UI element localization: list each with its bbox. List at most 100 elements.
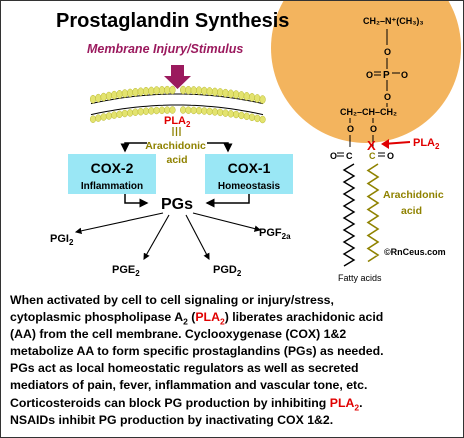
ester-oxygen-2: O [370, 124, 377, 134]
cox2-role: Inflammation [81, 181, 143, 192]
membrane-lipid-head [206, 87, 213, 96]
oxygen-top: O [384, 47, 391, 57]
membrane-lipid-head [185, 106, 192, 114]
membrane-lipid-head [137, 107, 144, 116]
pg-fan-arrows [74, 212, 262, 260]
membrane-lipid-head [158, 106, 165, 115]
cox2-name: COX-2 [91, 160, 134, 176]
membrane-lipid-head [195, 106, 203, 115]
phospholipid-head-sphere [271, 1, 461, 143]
membrane-lipid-head [238, 111, 245, 120]
membrane-lipid-head [201, 107, 208, 115]
membrane-lipid-head [259, 115, 266, 124]
fatty-acids-label: Fatty acids [338, 273, 382, 283]
membrane-lipid-head [142, 86, 150, 96]
membrane-lipid-head [100, 113, 107, 121]
membrane-lipid-head [243, 92, 250, 101]
carbonyl-oxygen-right: O [387, 151, 394, 161]
membrane-lipid-head [132, 108, 139, 116]
pla2-tick-marks [172, 127, 181, 136]
membrane-lipid-head [158, 86, 165, 95]
membrane-lipid-head [153, 106, 160, 115]
copyright-label: ©RnCeus.com [384, 247, 446, 257]
cox1-to-pgs-arrow [205, 194, 250, 208]
oxygen-right: O [401, 70, 408, 80]
membrane-lipid-head [211, 108, 218, 116]
membrane-lipid-head [227, 110, 234, 118]
aa-to-cox1-arrow [207, 142, 233, 153]
membrane-lipid-head [164, 106, 171, 114]
membrane-lipid-head [243, 112, 250, 121]
membrane-lipid-head [238, 91, 245, 100]
membrane-lipid-head [100, 92, 107, 102]
membrane-lipid-head [217, 88, 224, 97]
glycerol-backbone: CH₂–CH–CH₂ [340, 107, 397, 117]
membrane-lipid-head [254, 114, 261, 123]
membrane-lipid-head [222, 109, 229, 117]
carbonyl-carbon-left: C [346, 151, 353, 161]
membrane-lipid-head [95, 114, 102, 122]
membrane-lipid-head [211, 87, 218, 97]
cell-membrane [89, 85, 266, 124]
phosphorus: P [383, 70, 390, 81]
membrane-lipid-head [185, 85, 192, 95]
pla2-label-molecule: PLA2 [413, 137, 440, 151]
membrane-lipid-head [169, 85, 176, 95]
arachidonic-acid-label: Arachidonic acid [145, 140, 209, 166]
cleavage-x-mark: X [367, 138, 376, 153]
arachidonic-acid-chain [366, 163, 380, 263]
synthesis-diagram: Prostaglandin Synthesis Membrane Injury/… [50, 1, 461, 283]
caption-paragraph: When activated by cell to cell signaling… [10, 293, 384, 427]
membrane-lipid-head [195, 86, 203, 95]
cox2-box: COX-2 Inflammation [68, 154, 156, 194]
membrane-lipid-head [89, 94, 97, 104]
membrane-lipid-head [153, 86, 160, 95]
cox2-to-pgs-arrow [124, 194, 149, 208]
pge2-label: PGE2 [112, 264, 140, 278]
membrane-lipid-head [148, 86, 155, 96]
membrane-lipid-head [164, 85, 171, 95]
oxygen-bridge: O [384, 92, 391, 102]
pgs-label: PGs [161, 196, 193, 213]
membrane-lipid-head [116, 110, 123, 119]
membrane-lipid-head [254, 94, 261, 103]
membrane-lipid-head [137, 87, 144, 96]
membrane-lipid-head [89, 115, 97, 123]
membrane-lipid-head [121, 109, 128, 118]
membrane-lipid-head [105, 112, 112, 120]
membrane-lipid-head [217, 108, 224, 117]
membrane-lipid-head [105, 91, 112, 101]
membrane-lipid-head [222, 88, 229, 98]
membrane-lipid-head [111, 90, 118, 100]
phospholipid-molecule: CH₂–N⁺(CH₃)₃ O O P O O CH₂–CH–CH₂ O O O … [330, 16, 444, 283]
membrane-lipid-head [148, 107, 155, 115]
pgi2-label: PGI2 [50, 233, 74, 247]
membrane-lipid-head [127, 109, 134, 117]
membrane-lipid-head [201, 86, 208, 96]
membrane-lipid-head [116, 90, 123, 99]
stimulus-arrow [164, 65, 191, 89]
carbonyl-oxygen-left: O [330, 151, 337, 161]
membrane-lipid-head [132, 87, 139, 97]
cox1-box: COX-1 Homeostasis [205, 154, 293, 194]
oxygen-left: O [366, 70, 373, 80]
diagram-title: Prostaglandin Synthesis [56, 10, 289, 32]
membrane-lipid-head [227, 89, 234, 99]
membrane-lipid-head [206, 107, 213, 116]
carbonyl-carbon-right: C [369, 151, 376, 161]
fatty-acid-chain [342, 163, 356, 267]
membrane-lipid-head [233, 110, 240, 119]
membrane-lipid-head [111, 111, 118, 119]
aa-to-cox2-arrow [120, 142, 147, 153]
pla2-label-membrane: PLA2 [164, 115, 191, 129]
membrane-lipid-head [95, 93, 102, 103]
membrane-lipid-head [233, 90, 240, 99]
membrane-lipid-head [180, 106, 187, 114]
pgd2-label: PGD2 [213, 264, 242, 278]
choline-group: CH₂–N⁺(CH₃)₃ [363, 16, 424, 26]
cox1-role: Homeostasis [218, 181, 281, 192]
membrane-lipid-head [248, 93, 256, 102]
pgf2a-label: PGF2a [259, 227, 291, 241]
ester-oxygen-1: O [347, 124, 354, 134]
